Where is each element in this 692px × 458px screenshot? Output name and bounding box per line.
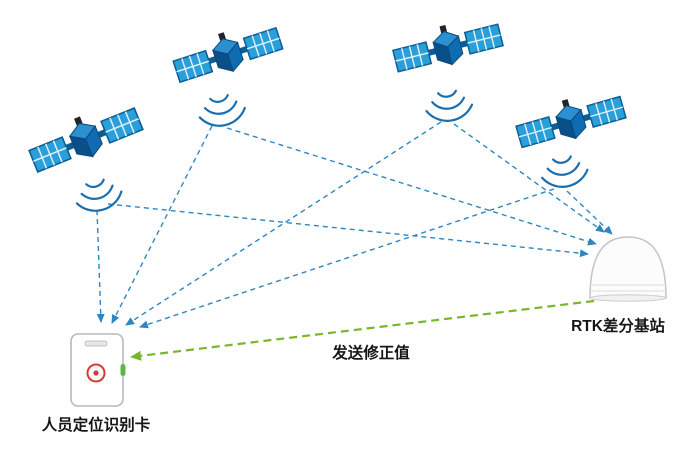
card-label: 人员定位识别卡 [42,415,151,434]
satellite-signal-line [111,125,213,324]
satellite-signal-line [453,123,605,233]
satellite-icon [23,95,147,179]
satellite-signal-line [226,127,597,246]
base-station-label: RTK差分基站 [571,316,665,335]
signal-waves-icon [423,87,475,125]
satellites [23,11,629,217]
satellite-signal-line [139,188,555,329]
satellite-signal-line [125,121,442,326]
satellite-signal-line [107,203,589,258]
correction-label: 发送修正值 [331,343,410,362]
satellite-signal-line [96,209,105,323]
signal-waves-icon [71,174,126,217]
signal-waves-icon [195,91,249,132]
satellite-signal-line [566,190,613,235]
rtk-base-station-icon [589,236,667,302]
satellite-icon [168,15,286,89]
positioning-card-icon [70,333,126,407]
satellite-icon [389,11,506,79]
satellite-icon [512,84,629,154]
signal-waves-icon [538,152,591,192]
satellite-links [96,121,613,329]
